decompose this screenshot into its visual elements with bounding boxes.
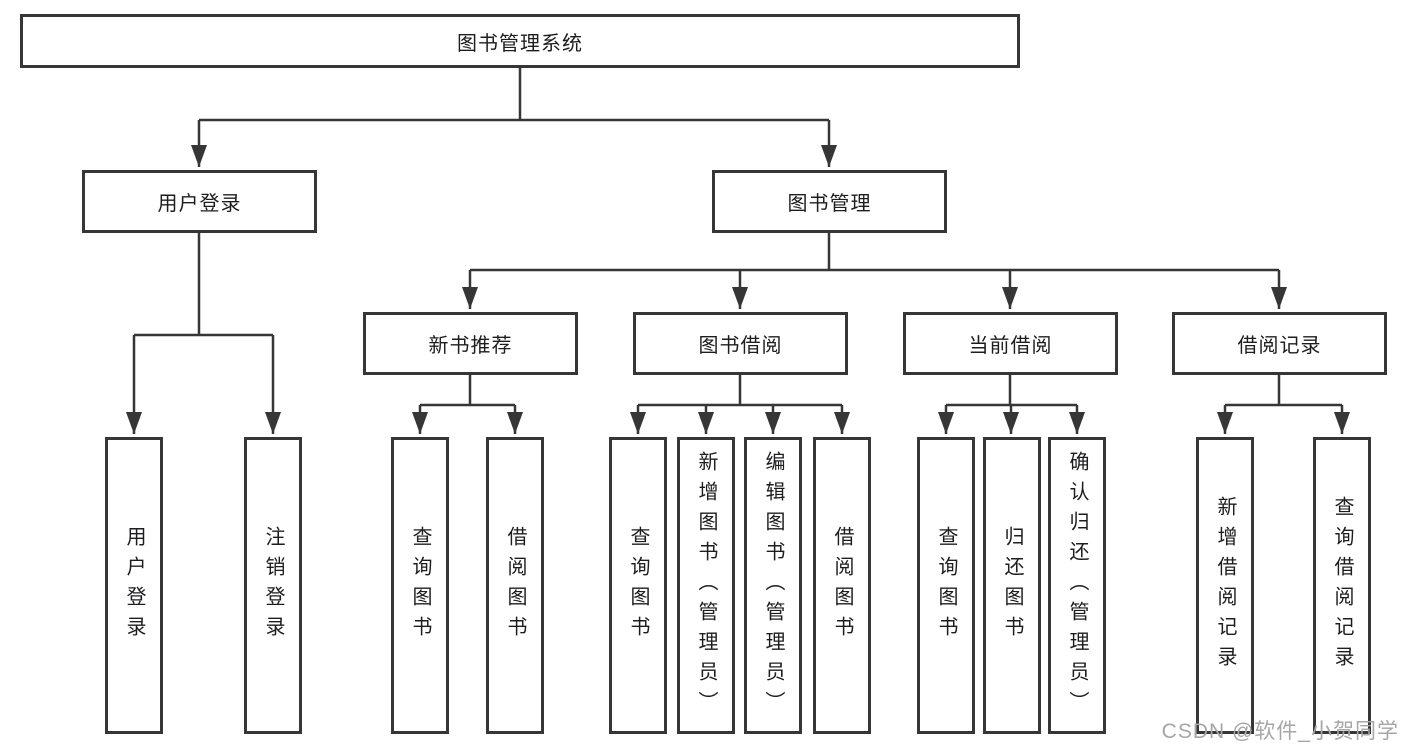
connector-user-login-trunk — [134, 233, 273, 337]
leaf-edit-books-admin: 编辑图书（管理员） — [744, 437, 802, 734]
connector-new-book-trunk — [420, 375, 515, 407]
leaf-return-books: 归还图书 — [983, 437, 1041, 734]
leaf-confirm-return-admin: 确认归还（管理员） — [1048, 437, 1106, 734]
leaf-borrow-books-recommend: 借阅图书 — [486, 437, 544, 734]
node-book-management: 图书管理 — [712, 170, 947, 233]
leaf-query-borrow-record: 查询借阅记录 — [1313, 437, 1371, 734]
leaf-logout-login: 注销登录 — [244, 437, 302, 734]
node-current-borrowing: 当前借阅 — [903, 312, 1118, 375]
node-book-borrowing: 图书借阅 — [633, 312, 848, 375]
connector-book-management-trunk — [470, 233, 1279, 272]
leaf-add-borrow-record: 新增借阅记录 — [1196, 437, 1254, 734]
leaf-query-books-recommend: 查询图书 — [391, 437, 449, 734]
connector-current-borrowing-trunk — [946, 375, 1077, 407]
node-user-login: 用户登录 — [82, 170, 317, 233]
connector-book-borrowing-trunk — [638, 375, 842, 407]
leaf-add-books-admin: 新增图书（管理员） — [677, 437, 735, 734]
leaf-query-books-current: 查询图书 — [917, 437, 975, 734]
connector-borrowing-records-trunk — [1225, 375, 1342, 407]
leaf-query-books-borrowing: 查询图书 — [609, 437, 667, 734]
leaf-borrow-books-borrowing: 借阅图书 — [813, 437, 871, 734]
connector-root-trunk — [199, 68, 829, 122]
node-library-management-system: 图书管理系统 — [20, 14, 1020, 68]
leaf-user-login: 用户登录 — [105, 437, 163, 734]
node-new-book-recommendation: 新书推荐 — [363, 312, 578, 375]
node-borrowing-records: 借阅记录 — [1172, 312, 1387, 375]
